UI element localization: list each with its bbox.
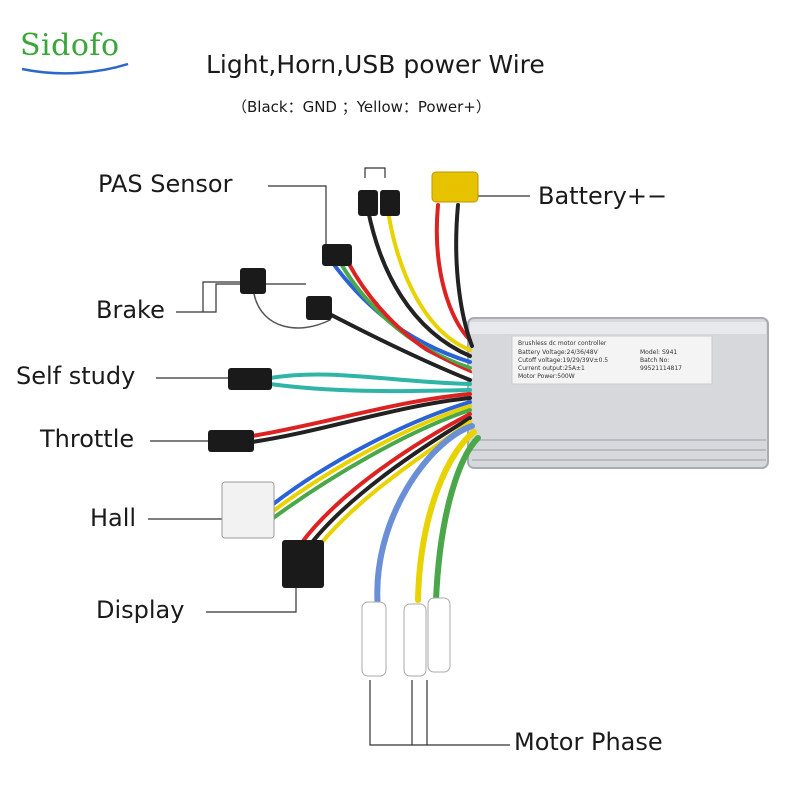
label-display: Display [96, 596, 185, 624]
pas-connector [322, 244, 352, 266]
brake-connector-2 [306, 296, 332, 320]
motor-phase-connector-1 [361, 601, 387, 677]
callout-lines [148, 167, 530, 746]
light-connector-2 [380, 190, 400, 216]
title: Light,Horn,USB power Wire [206, 50, 545, 79]
subtitle: （Black：GND ；Yellow：Power+） [232, 98, 491, 116]
light-wire-leader [364, 167, 386, 178]
brand-name: Sidofo [20, 28, 120, 63]
label-pas-sensor: PAS Sensor [98, 170, 233, 198]
controller-line3: Model: S941 [640, 349, 677, 356]
throttle-connector [208, 430, 254, 452]
connectors [208, 171, 479, 677]
controller-line2: Battery Voltage:24/36/48V [518, 349, 599, 356]
pas-leader [268, 185, 327, 250]
controller-line7: Motor Power:500W [518, 373, 575, 380]
wire-bundle [250, 203, 481, 613]
controller-serial: 99521114817 [640, 365, 682, 372]
label-throttle: Throttle [40, 425, 135, 453]
motor-phase-leader [369, 680, 510, 746]
label-hall: Hall [90, 504, 137, 532]
controller-line5: Batch No: [640, 357, 669, 364]
controller-line6: Current output:25A±1 [518, 365, 585, 372]
brand-logo: Sidofo [20, 28, 130, 77]
self-study-connector [228, 368, 272, 390]
controller-line1: Brushless dc motor controller [518, 340, 607, 347]
label-brake: Brake [96, 296, 165, 324]
motor-phase-connector-2 [403, 603, 427, 677]
motor-phase-connector-3 [427, 597, 451, 673]
logo-swoosh-icon [21, 63, 129, 75]
hall-connector [221, 481, 275, 539]
battery-connector [431, 171, 479, 203]
display-connector [282, 540, 324, 588]
label-battery: Battery+− [538, 182, 668, 210]
controller-box [467, 317, 769, 469]
brake-connector-1 [240, 268, 266, 294]
label-self-study: Self study [16, 362, 136, 390]
light-connector-1 [358, 190, 378, 216]
display-leader [206, 588, 297, 613]
label-motor-phase: Motor Phase [514, 728, 663, 756]
controller-line4: Cutoff voltage:19/29/39V±0.5 [518, 357, 608, 364]
